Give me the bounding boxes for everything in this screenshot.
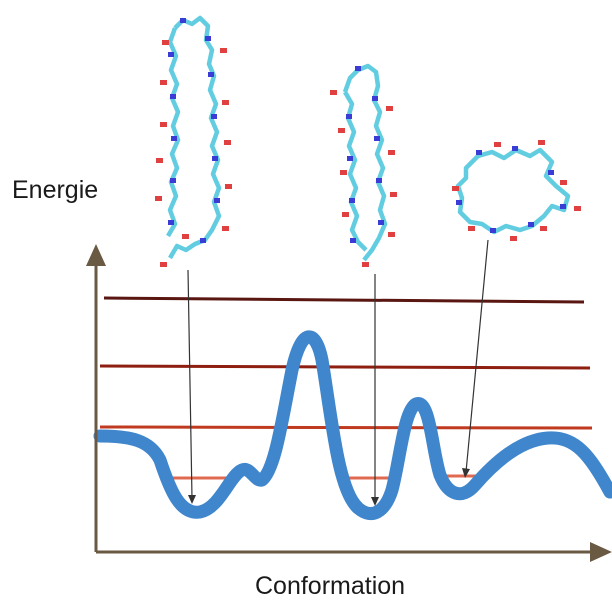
pointer-arrow-3 <box>462 468 470 478</box>
pointer-arrow-2 <box>371 497 379 506</box>
x-axis-label: Conformation <box>255 572 406 600</box>
pointer-line-3 <box>465 239 489 473</box>
pointer-line-1 <box>187 269 193 499</box>
pointer-arrow-1 <box>188 495 196 504</box>
y-axis-label: Energie <box>12 176 99 204</box>
y-axis-arrow <box>86 244 106 266</box>
energy-level-2 <box>99 364 591 370</box>
molecule-extended-hairpin <box>155 15 232 267</box>
molecule-random-coil <box>452 140 581 241</box>
x-axis-arrow <box>590 542 612 562</box>
pointer-lines <box>187 239 489 506</box>
energy-landscape-curve <box>93 330 612 520</box>
axes <box>86 244 612 562</box>
molecule-partial-hairpin <box>330 63 397 267</box>
energy-level-1 <box>103 296 585 304</box>
energy-levels <box>99 296 593 480</box>
energy-level-3 <box>99 425 593 430</box>
